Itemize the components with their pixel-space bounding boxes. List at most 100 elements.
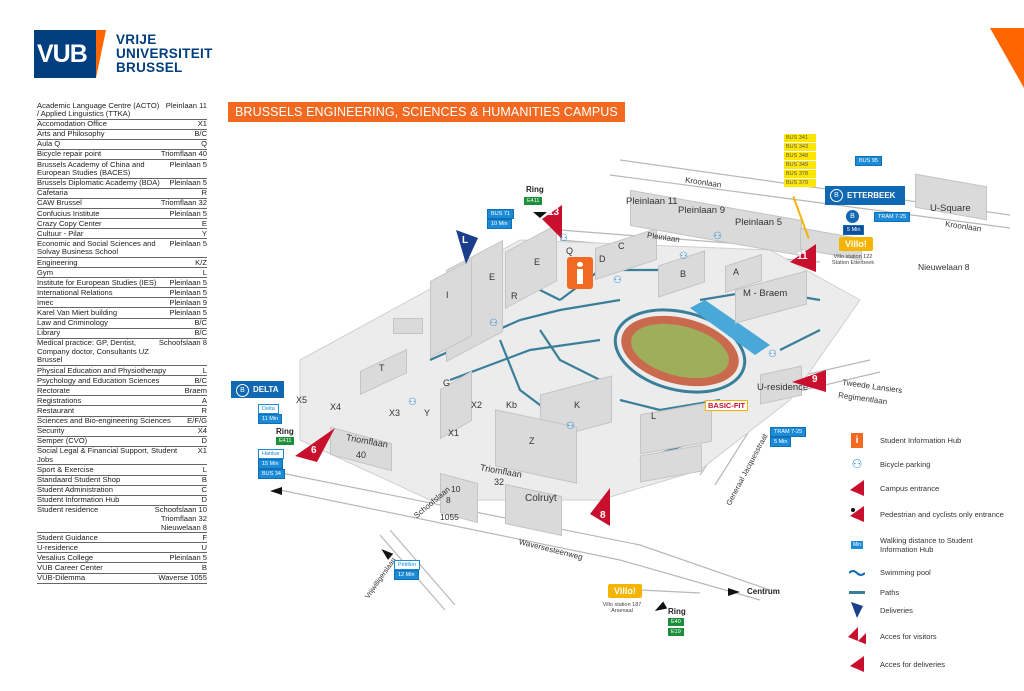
index-row-location: R	[201, 405, 207, 415]
bicycle-icon: ⚇	[566, 421, 575, 432]
train-b-icon-delta: B	[236, 384, 249, 397]
bus-71-walk: 10 Min	[487, 219, 512, 229]
petillon-walk: 12 Min	[394, 570, 419, 580]
bus-34-num: 34	[274, 471, 281, 477]
logo-line2: UNIVERSITEIT	[116, 46, 213, 61]
index-row-location: L	[202, 464, 207, 474]
label-nieuwelaan: Nieuwelaan 8	[918, 262, 970, 272]
delta-tag: Delta	[258, 404, 279, 414]
index-row: Economic and Social Sciences and Solvay …	[37, 239, 207, 258]
index-row-name: Academic Language Centre (ACTO) / Applie…	[37, 100, 160, 119]
building-label-z: Z	[529, 436, 535, 446]
bicycle-icon: ⚇	[713, 231, 722, 242]
building-label-b: B	[680, 269, 687, 279]
train-b-icon-2: B	[845, 209, 860, 224]
index-row-location: R	[201, 188, 207, 198]
index-row-location: L	[202, 365, 207, 375]
index-row-name: Confucius Institute	[37, 208, 100, 218]
index-row-name: Economic and Social Sciences and Solvay …	[37, 238, 156, 257]
etterbeek-station-sign: ETTERBEEK	[825, 186, 906, 205]
delivery-label: L	[462, 235, 469, 246]
yellow-bus-tag: BUS 348	[784, 152, 816, 160]
index-row-location: Schoofslaan 10 Triomflaan 32 Nieuwelaan …	[154, 505, 207, 532]
index-row-location: X1	[197, 446, 207, 456]
index-row-location: D	[201, 495, 207, 505]
index-row-location: B/C	[194, 375, 207, 385]
tram-725-bottom-walk: 5 Min	[770, 437, 792, 447]
index-row-name: Crazy Copy Center	[37, 218, 102, 228]
entrance-8-flag	[590, 488, 610, 526]
index-row-name: Institute for European Studies (IES)	[37, 277, 157, 287]
building-label-g: I	[446, 290, 449, 300]
legend-label-visitors: Acces for visitors	[880, 631, 937, 641]
facility-index: Academic Language Centre (ACTO) / Applie…	[37, 101, 207, 584]
index-row-name: Aula Q	[37, 139, 61, 149]
index-row: Sport & Exercise L	[37, 464, 207, 476]
index-row-name: Sport & Exercise	[37, 464, 94, 474]
index-row-location: Pleinlaan 5	[169, 208, 207, 218]
index-row-location: K/Z	[195, 257, 207, 267]
index-row-location: B	[201, 475, 207, 485]
entrance-13-label: 13	[548, 207, 560, 218]
label-u-residence: U-residence	[757, 382, 809, 393]
yellow-bus-tag: BUS 379	[784, 179, 816, 187]
label-pleinlaan-5: Pleinlaan 5	[735, 217, 783, 228]
yellow-bus-tag: BUS 341	[784, 134, 816, 142]
index-row-name: Accomodation Office	[37, 119, 107, 129]
label-schoofslaan-10: 10	[451, 484, 461, 494]
building-label-a: A	[733, 267, 740, 277]
building-label-y: Y	[424, 408, 431, 418]
vub-logo-text: VRIJE UNIVERSITEIT BRUSSEL	[116, 33, 213, 75]
building-label-x2: X2	[471, 400, 483, 410]
building-label-f: E	[489, 272, 496, 282]
deliveries-icon	[848, 602, 866, 618]
index-row-name: Arts and Philosophy	[37, 129, 105, 139]
index-row-name: Medical practice: GP, Dentist, Company d…	[37, 338, 149, 365]
label-centrum: Centrum	[747, 587, 780, 596]
building-label-l: L	[651, 411, 657, 421]
arrow-ring-top	[533, 212, 547, 218]
vub-logo: VUB VRIJE UNIVERSITEIT BRUSSEL	[34, 30, 213, 78]
building-label-x4: X4	[330, 402, 342, 412]
building-label-x5: X5	[296, 395, 308, 405]
tram-725-top-num: 7-25	[895, 214, 907, 220]
index-row-location: Pleinlaan 5	[169, 287, 207, 297]
basic-fit-sign: BASIC-FIT	[705, 400, 749, 411]
index-row-location: B	[201, 562, 207, 572]
index-row-name: Cultuur - Pilar	[37, 228, 84, 238]
label-ring-top: Ring	[526, 185, 544, 194]
index-row-location: B/C	[194, 328, 207, 338]
index-row: Medical practice: GP, Dentist, Company d…	[37, 338, 207, 367]
entrance-9-flag	[792, 370, 826, 392]
entrance-8-label: 8	[600, 510, 606, 521]
tram-725-top-line: TRAM	[878, 214, 894, 220]
bus-95-num: 95	[871, 158, 878, 164]
yellow-bus-tag: BUS 378	[784, 170, 816, 178]
index-row-name: U-residence	[37, 542, 78, 552]
index-row-location: Pleinlaan 11	[165, 100, 207, 110]
label-u-square: U-Square	[930, 203, 971, 214]
legend-label-swimming: Swimming pool	[880, 567, 931, 577]
legend-item-deliveries: Deliveries	[848, 602, 913, 618]
index-row-name: Library	[37, 328, 61, 338]
index-row-location: A	[201, 395, 207, 405]
bicycle-icon: ⚇	[613, 275, 622, 286]
index-row-name: Social Legal & Financial Support, Studen…	[37, 446, 178, 464]
legend-label-info: Student Information Hub	[880, 435, 962, 445]
campus-title: BRUSSELS ENGINEERING, SCIENCES & HUMANIT…	[228, 102, 625, 122]
index-row: Brussels Diplomatic Academy (BDA)Pleinla…	[37, 179, 207, 189]
campus-entrance-icon	[848, 480, 866, 496]
swimming-pool-icon	[848, 564, 866, 580]
bicycle-icon: ⚇	[559, 233, 568, 244]
building-label-r: R	[511, 291, 518, 301]
index-row-name: Semper (CVO)	[37, 436, 88, 446]
tram-725-top-tag: TRAM 7-25	[874, 212, 911, 222]
